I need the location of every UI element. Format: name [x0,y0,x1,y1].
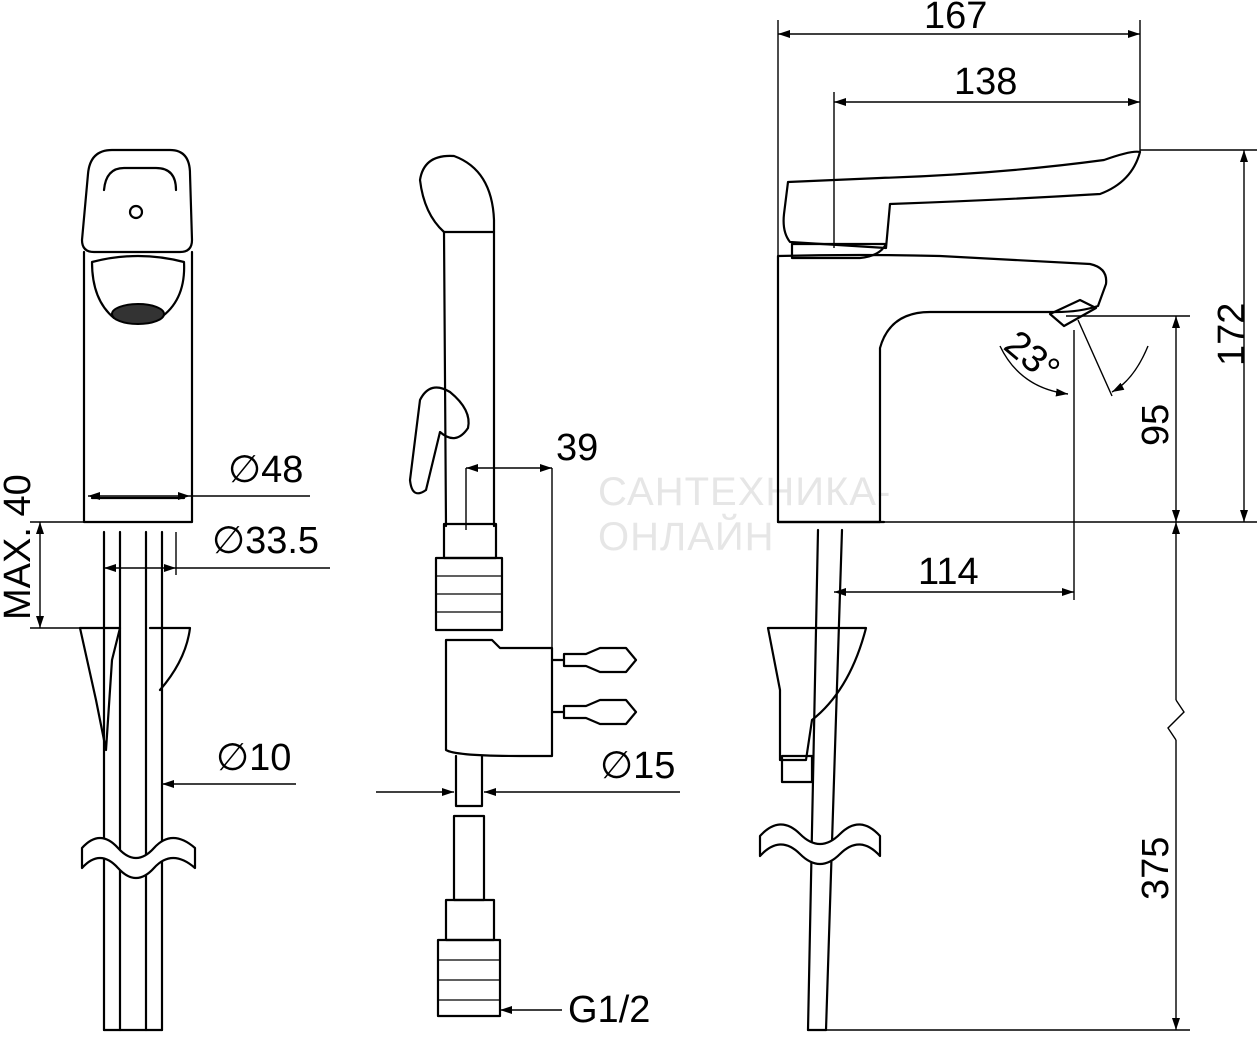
dim-114-label: 114 [918,551,979,593]
side-inlet-bottom [562,698,638,726]
profile-hose-right [824,528,844,1032]
dim-angle-ray [1077,319,1113,397]
front-break-symbol [80,836,197,880]
dim-15-label: ∅15 [600,745,675,787]
side-clip [408,386,470,495]
dim-335-label: ∅33.5 [212,520,319,562]
dim-375-label: 375 [1135,837,1177,900]
side-handset [418,154,496,528]
dim-angle-label: 23° [996,323,1067,392]
front-bracket-left [78,626,122,752]
side-view: 39 ∅15 G1/2 [376,154,680,1031]
front-body [82,250,194,524]
side-pipe-upper [454,754,484,808]
front-view: ∅48 ∅33.5 MAX. 40 ∅10 [0,148,330,1032]
profile-bracket [766,626,868,762]
side-lower-coupling [436,938,502,1018]
dim-167-label: 167 [924,0,987,37]
dim-39-label: 39 [556,427,598,469]
watermark-line2: ОНЛАЙН [598,513,775,559]
dim-g12-label: G1/2 [568,989,650,1031]
dim-48-label: ∅48 [228,449,303,491]
profile-bracket-nut [780,754,814,784]
dim-138-label: 138 [954,61,1017,103]
dim-10-label: ∅10 [216,737,291,779]
front-lever-grip [102,166,178,192]
profile-lever [782,150,1142,250]
watermark-line1: САНТЕХНИКА- [598,470,891,514]
dim-375-break [1167,699,1185,741]
dim-172-label: 172 [1211,303,1253,366]
side-nut-top [442,522,498,560]
front-aerator [111,303,165,325]
side-valve-block [444,638,554,758]
side-inlet-top [562,646,638,674]
dim-max40-label: MAX. 40 [0,474,39,620]
profile-aerator [1048,298,1098,328]
side-lower-nut [444,898,496,942]
side-pipe-lower [452,814,486,902]
dim-95-label: 95 [1135,404,1177,446]
front-bracket-right [148,626,192,692]
profile-break-symbol [758,823,882,866]
profile-cartridge-collar [790,242,888,260]
watermark: САНТЕХНИКА- ОНЛАЙН [598,470,891,559]
dim-angle-arc-left [999,345,1069,397]
dim-angle-arc-right [1111,345,1149,393]
front-lever [80,148,194,254]
profile-view: 167 138 172 95 114 23° 375 [758,0,1257,1032]
front-lever-hole [128,204,144,220]
